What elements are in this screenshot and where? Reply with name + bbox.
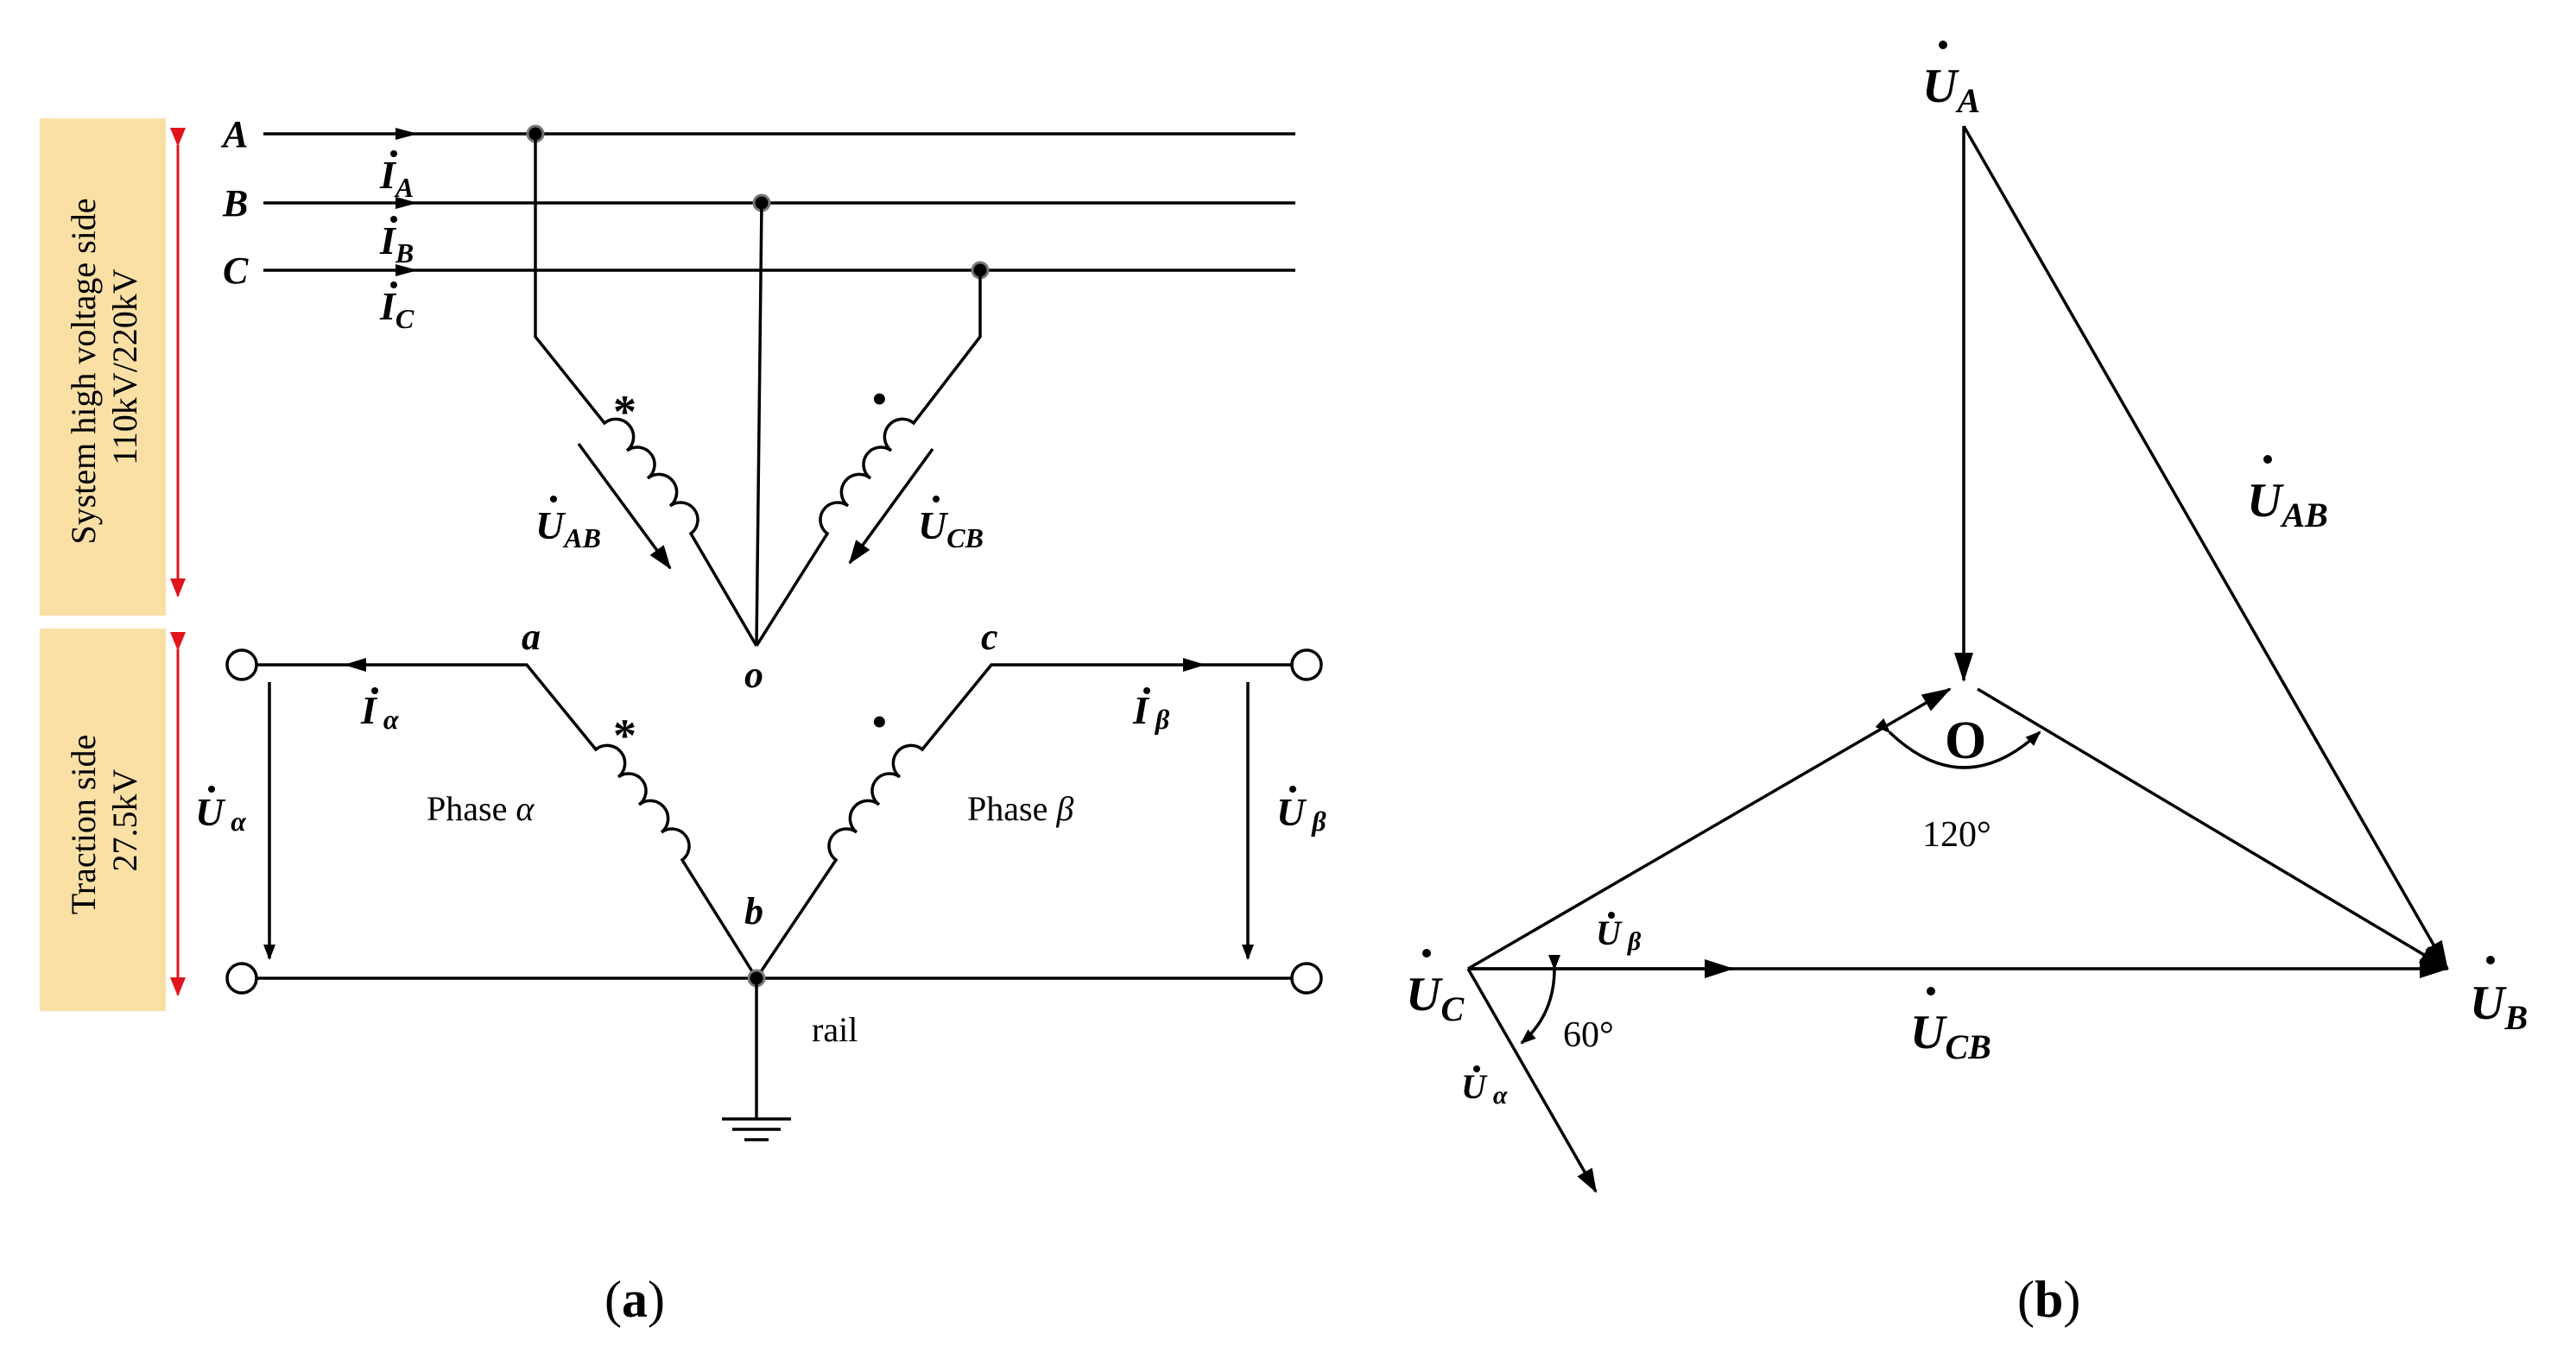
phasor-ub-dot xyxy=(2486,956,2495,964)
phasor-ucb-dot xyxy=(1927,987,1935,996)
polarity-star-secondary: * xyxy=(613,710,636,762)
phasor-ua-label: UA xyxy=(1922,60,1980,120)
voltage-uab-arrow xyxy=(577,442,672,570)
angle-120-label: 120° xyxy=(1922,815,1991,855)
polarity-dot-primary: • xyxy=(872,376,887,422)
current-ib-dot xyxy=(390,216,397,223)
panel-b-caption: (b) xyxy=(2017,1271,2080,1328)
secondary-alpha-winding xyxy=(256,663,758,979)
current-b-arrowhead xyxy=(396,197,418,209)
phase-beta-label: Phase β xyxy=(967,789,1073,828)
high-voltage-side-label: System high voltage side 110kV/220kV xyxy=(64,189,144,544)
panel-a: System high voltage side 110kV/220kV Tra… xyxy=(40,113,1326,1328)
phasor-ua-dot xyxy=(1939,41,1947,49)
current-c-arrowhead xyxy=(396,264,418,276)
voltage-ucb-dot xyxy=(933,496,940,503)
terminal-left-top xyxy=(225,648,258,681)
current-ic-dot xyxy=(390,281,397,288)
primary-cb-winding xyxy=(755,270,982,647)
terminal-left-bottom xyxy=(225,962,258,995)
polarity-star-primary: * xyxy=(613,386,636,438)
terminal-right-bottom xyxy=(1290,962,1323,995)
node-b-label: b xyxy=(744,890,763,932)
phase-alpha-label: Phase α xyxy=(427,789,535,828)
phasor-ualpha xyxy=(1466,968,1598,1193)
current-ib-label: IB xyxy=(379,218,414,269)
neutral-o-label: o xyxy=(744,654,763,696)
phasor-ubeta-dot xyxy=(1608,912,1615,919)
phasor-ucb-label: UCB xyxy=(1910,1006,1991,1066)
origin-label: O xyxy=(1945,711,1986,770)
panel-a-caption: (a) xyxy=(604,1271,665,1328)
bus-c-label: C xyxy=(223,250,249,292)
polarity-dot-secondary: • xyxy=(872,699,887,745)
phasor-uab-label: UAB xyxy=(2247,474,2328,534)
traction-band xyxy=(40,629,166,1011)
current-ic-label: IC xyxy=(379,284,415,334)
current-ialpha-dot xyxy=(371,687,378,694)
high-voltage-band xyxy=(40,118,166,616)
current-ia-dot xyxy=(390,150,397,157)
voltage-ualpha-dot xyxy=(208,786,215,793)
phasor-uc-to-origin xyxy=(1467,687,1952,970)
phasor-ualpha-dot xyxy=(1473,1065,1480,1072)
phasor-ub-label: UB xyxy=(2470,977,2528,1037)
voltage-ucb-arrow xyxy=(848,447,934,565)
secondary-beta-winding xyxy=(755,663,1292,979)
angle-120-arc xyxy=(1875,717,2041,769)
phasor-uc-label: UC xyxy=(1406,968,1465,1028)
current-ia-label: IA xyxy=(379,153,414,203)
angle-60-label: 60° xyxy=(1563,1015,1614,1055)
current-a-arrowhead xyxy=(396,128,418,140)
phasor-uab xyxy=(1962,125,2449,970)
rail-label: rail xyxy=(812,1010,858,1049)
current-ialpha-arrowhead xyxy=(344,658,366,672)
phasor-origin-to-ub xyxy=(1977,687,2449,970)
current-ibeta-dot xyxy=(1143,687,1150,694)
phasor-uc-dot xyxy=(1422,949,1431,958)
current-ibeta-arrowhead xyxy=(1183,658,1206,672)
voltage-ucb-label: UCB xyxy=(918,503,984,553)
bus-a-label: A xyxy=(220,113,248,155)
node-a-label: a xyxy=(522,616,541,658)
terminal-right-top xyxy=(1290,648,1323,681)
voltage-uab-dot xyxy=(550,496,557,503)
bus-b-label: B xyxy=(222,182,248,224)
angle-60-arc xyxy=(1520,954,1561,1045)
traction-side-label: Traction side 27.5kV xyxy=(64,726,144,915)
voltage-ubeta-dot xyxy=(1289,786,1296,793)
node-c-label: c xyxy=(981,616,998,658)
voltage-uab-label: UAB xyxy=(535,503,601,553)
phasor-uab-dot xyxy=(2263,455,2272,464)
primary-ab-winding xyxy=(534,134,758,647)
bus-b-to-neutral-wire xyxy=(755,202,763,647)
